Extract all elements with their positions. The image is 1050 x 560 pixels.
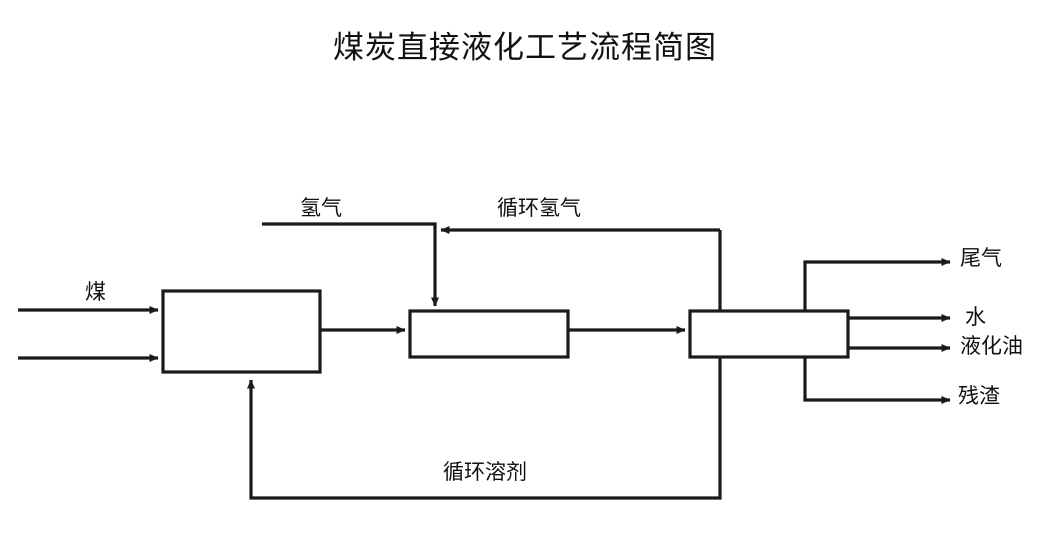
- stream-label-liquefied-oil: 液化油: [960, 335, 1023, 358]
- page-title: 煤炭直接液化工艺流程简图: [333, 30, 717, 65]
- stream-label-residue: 残渣: [958, 385, 1000, 408]
- residue-outlet-arrow: [803, 357, 951, 404]
- stream-label-recycle-hydrogen: 循环氢气: [497, 197, 581, 220]
- tail-gas-outlet-arrow: [803, 258, 951, 311]
- stream-label-recycle-solvent: 循环溶剂: [443, 461, 527, 484]
- stream-label-water: 水: [965, 306, 986, 329]
- unit-2-box: [408, 309, 570, 359]
- stream-label-hydrogen: 氢气: [300, 197, 342, 220]
- stream-label-tail-gas: 尾气: [960, 247, 1002, 270]
- unit-3-box: [688, 309, 850, 359]
- recycle-solvent-line: [247, 357, 722, 500]
- hydrogen-feed-line: [262, 222, 439, 307]
- stream-label-coal: 煤: [85, 281, 106, 304]
- unit-1-box: [161, 289, 322, 374]
